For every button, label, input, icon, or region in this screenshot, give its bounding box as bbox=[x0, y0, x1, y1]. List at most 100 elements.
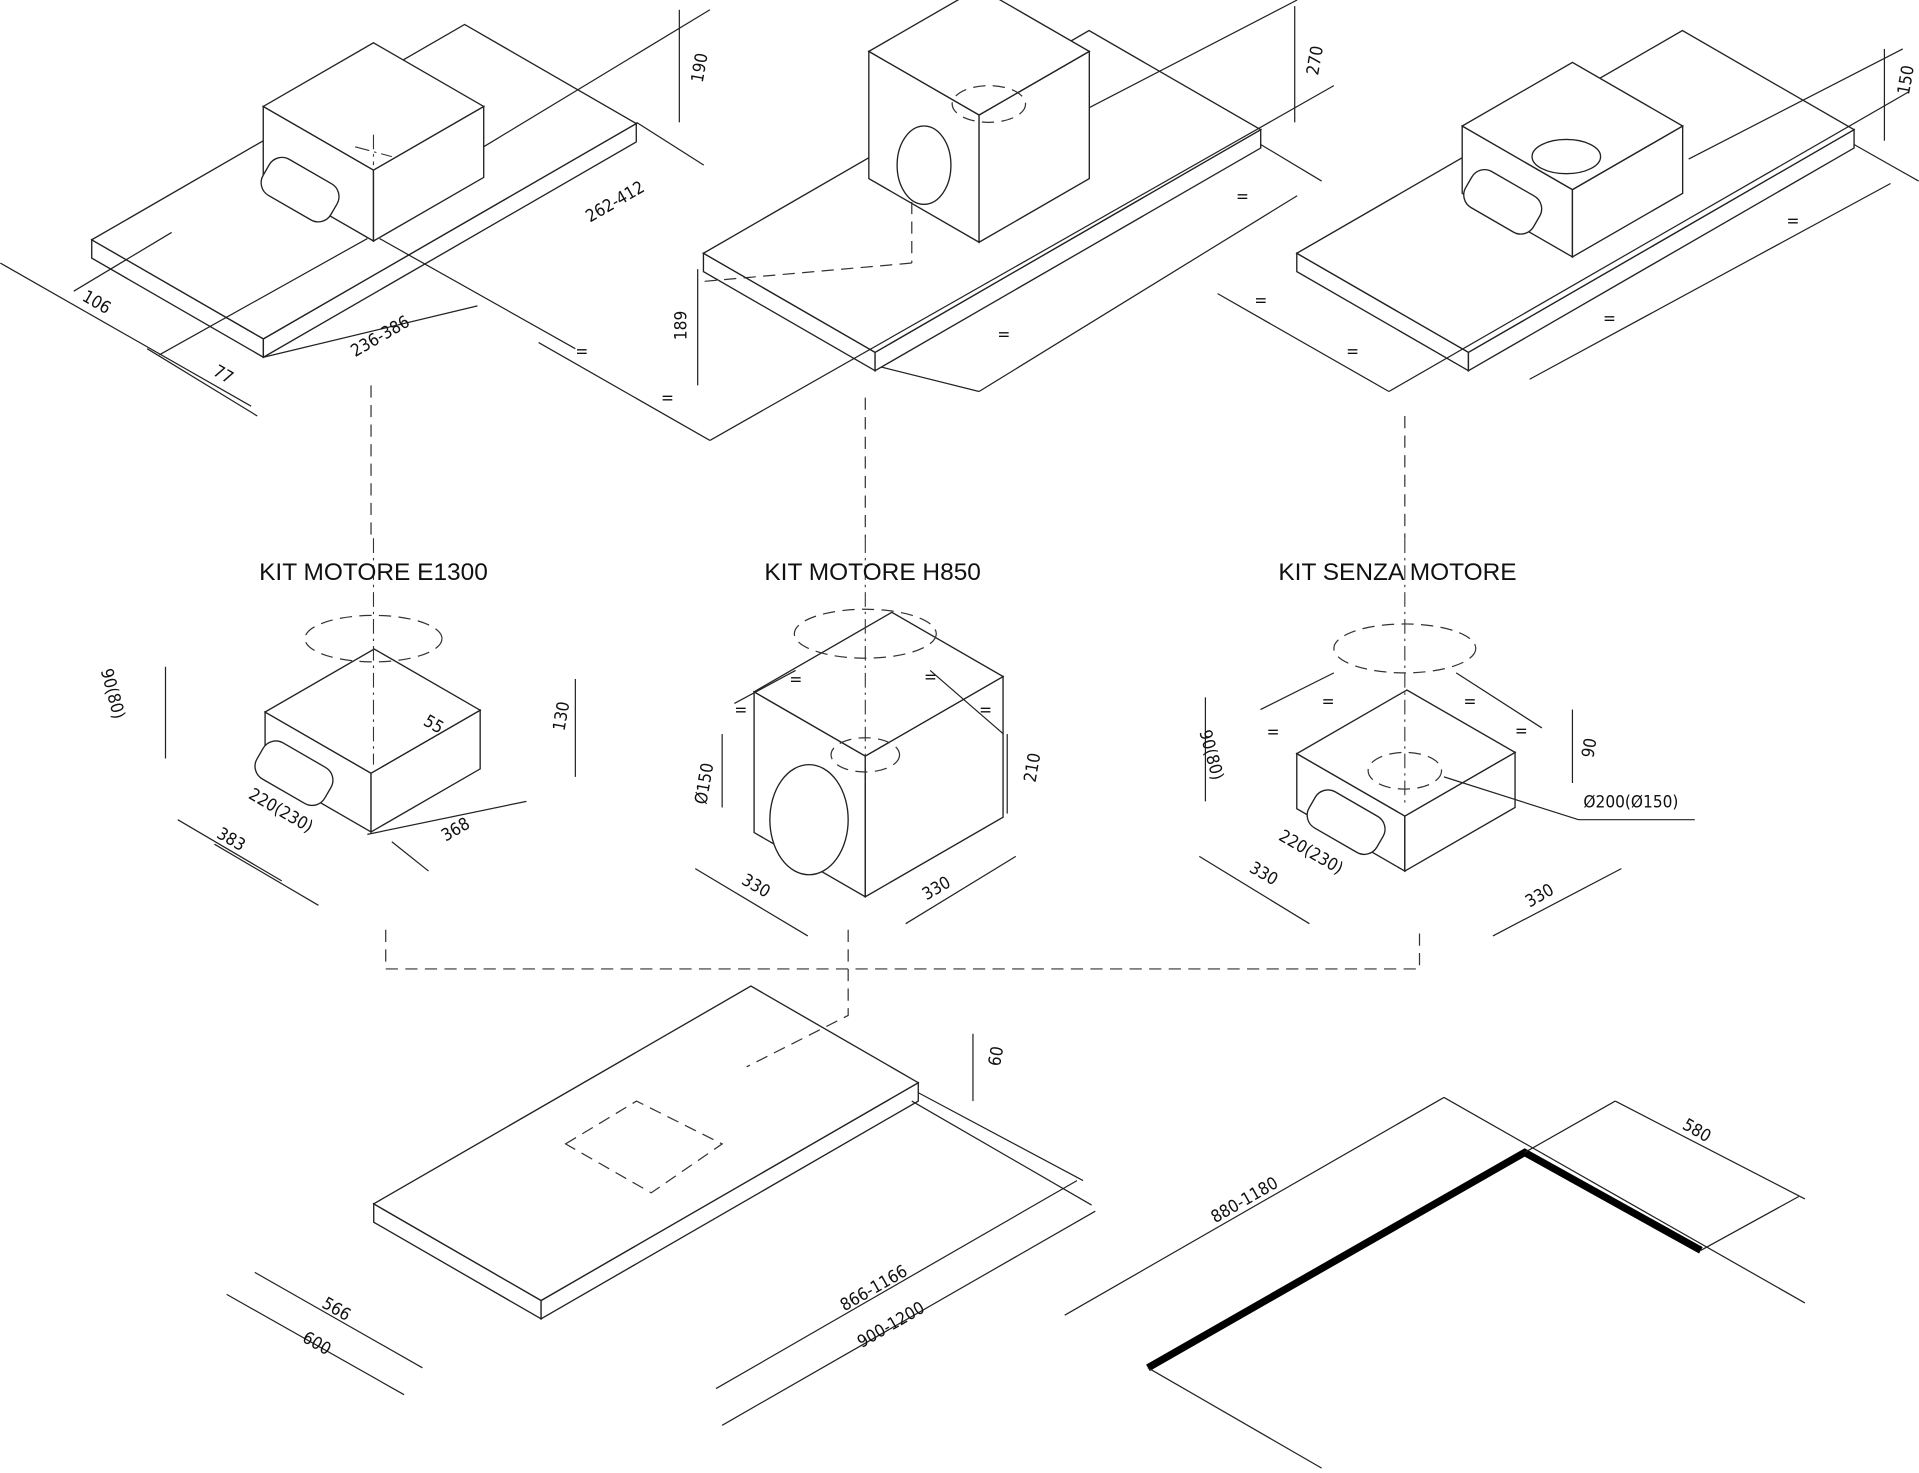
motor-h850-top-top-face bbox=[867, 0, 1091, 116]
equal-mark: = bbox=[789, 670, 802, 690]
dimension-line bbox=[694, 868, 809, 937]
ceiling-cutout-edge bbox=[1146, 1148, 1703, 1371]
dimension-line bbox=[1700, 1195, 1800, 1251]
equal-mark: = bbox=[575, 342, 588, 362]
equal-mark: = bbox=[1787, 211, 1800, 231]
equal-mark: = bbox=[979, 701, 992, 721]
dim-90-80: 90(80) bbox=[96, 667, 129, 722]
axis-mark bbox=[354, 146, 392, 158]
motor-h850-kit-top-face bbox=[752, 611, 1005, 757]
dim-330-right: 330 bbox=[919, 873, 954, 905]
rotation-arrow-icon bbox=[304, 614, 443, 663]
dimension-line bbox=[911, 1100, 1092, 1206]
connector-lines bbox=[370, 385, 1421, 1068]
dim-d150: Ø150 bbox=[691, 762, 718, 806]
dim-330-left: 330 bbox=[1246, 858, 1281, 890]
dim-190: 190 bbox=[688, 52, 713, 84]
equal-mark: = bbox=[1236, 187, 1249, 207]
dim-566: 566 bbox=[318, 1294, 353, 1326]
kit-h850-title: KIT MOTORE H850 bbox=[764, 559, 981, 586]
motor-senza-kit-top-face bbox=[1295, 689, 1517, 817]
hood-base-slab-top-face bbox=[372, 985, 920, 1302]
dimension-line bbox=[483, 9, 711, 148]
equal-mark: = bbox=[1322, 692, 1335, 712]
dimension-line bbox=[538, 342, 711, 441]
dim-383: 383 bbox=[213, 824, 248, 856]
dim-d200-d150: Ø200(Ø150) bbox=[1583, 792, 1678, 812]
dimension-line bbox=[1443, 1096, 1806, 1304]
dimension-line bbox=[881, 366, 980, 393]
dimension-line bbox=[734, 669, 796, 705]
dim-580: 580 bbox=[1679, 1115, 1714, 1147]
equal-mark: = bbox=[1515, 722, 1528, 742]
dimension-line bbox=[146, 348, 258, 417]
equal-mark: = bbox=[1267, 723, 1280, 743]
dimension-line bbox=[1524, 1100, 1616, 1153]
dim-60: 60 bbox=[985, 1045, 1008, 1068]
dimension-line bbox=[254, 1271, 423, 1369]
dimension-line bbox=[1088, 0, 1298, 109]
dimension-line bbox=[1217, 293, 1390, 393]
dimension-line bbox=[379, 238, 576, 350]
dimension-line bbox=[1064, 1096, 1445, 1316]
dim-236-386: 236-386 bbox=[348, 312, 414, 361]
motor-e1300-kit-top-face bbox=[263, 648, 482, 774]
dim-90: 90 bbox=[1578, 737, 1601, 760]
dimension-line bbox=[703, 262, 912, 282]
dimension-line bbox=[1443, 776, 1579, 821]
dimension-line bbox=[1455, 672, 1543, 729]
dim-130: 130 bbox=[550, 700, 575, 732]
dim-106: 106 bbox=[79, 287, 114, 319]
outlet-duct-icon bbox=[260, 156, 340, 223]
dimension-line bbox=[73, 231, 172, 292]
motor-top-outlet bbox=[951, 85, 1027, 123]
equal-mark: = bbox=[1464, 692, 1477, 712]
outlet-duct-icon bbox=[1306, 789, 1386, 856]
dimension-line bbox=[1198, 855, 1310, 925]
equal-mark: = bbox=[1254, 291, 1267, 311]
outlet-duct-icon bbox=[254, 740, 334, 807]
dim-262-412: 262-412 bbox=[583, 178, 649, 227]
dimension-line bbox=[636, 121, 705, 166]
equal-mark: = bbox=[997, 325, 1010, 345]
dim-600: 600 bbox=[299, 1328, 334, 1360]
equal-mark: = bbox=[1603, 309, 1616, 329]
dim-270: 270 bbox=[1303, 44, 1328, 76]
outlet-duct-icon bbox=[1463, 168, 1543, 235]
dimension-line bbox=[1529, 182, 1891, 380]
motor-e1300-top-top-face bbox=[261, 42, 486, 171]
kit-e1300-title: KIT MOTORE E1300 bbox=[259, 559, 488, 586]
dimension-line bbox=[905, 855, 1017, 925]
dimension-line bbox=[263, 305, 478, 358]
top-outlet-circle bbox=[1531, 138, 1602, 175]
equal-mark: = bbox=[924, 668, 937, 688]
equal-mark: = bbox=[661, 389, 674, 409]
dimension-line bbox=[709, 85, 1335, 441]
dimension-line bbox=[1614, 1100, 1806, 1200]
dimension-line bbox=[177, 819, 283, 882]
dimension-line bbox=[391, 841, 429, 872]
dim-90-80: 90(80) bbox=[1194, 728, 1227, 783]
kit-senza-title: KIT SENZA MOTORE bbox=[1278, 559, 1516, 586]
equal-mark: = bbox=[734, 701, 747, 721]
dimension-line bbox=[367, 800, 527, 835]
motor-inlet-circle bbox=[769, 763, 849, 876]
dim-150: 150 bbox=[1894, 64, 1919, 96]
dimension-line bbox=[715, 1180, 1078, 1390]
dim-900-1200: 900-1200 bbox=[854, 1298, 928, 1352]
equal-mark: = bbox=[1346, 342, 1359, 362]
motor-inlet-circle bbox=[896, 125, 952, 205]
dimension-line bbox=[1688, 48, 1904, 160]
dim-880-1180: 880-1180 bbox=[1208, 1173, 1282, 1227]
dimension-line bbox=[159, 238, 368, 356]
dim-189: 189 bbox=[672, 311, 692, 340]
dimension-line bbox=[1147, 1367, 1322, 1469]
dimension-line bbox=[1388, 91, 1910, 393]
dim-330-right: 330 bbox=[1522, 880, 1557, 912]
dimension-line bbox=[978, 195, 1298, 393]
dimension-line bbox=[214, 843, 319, 906]
dimension-line bbox=[1492, 868, 1622, 937]
dimension-line bbox=[1260, 143, 1322, 182]
